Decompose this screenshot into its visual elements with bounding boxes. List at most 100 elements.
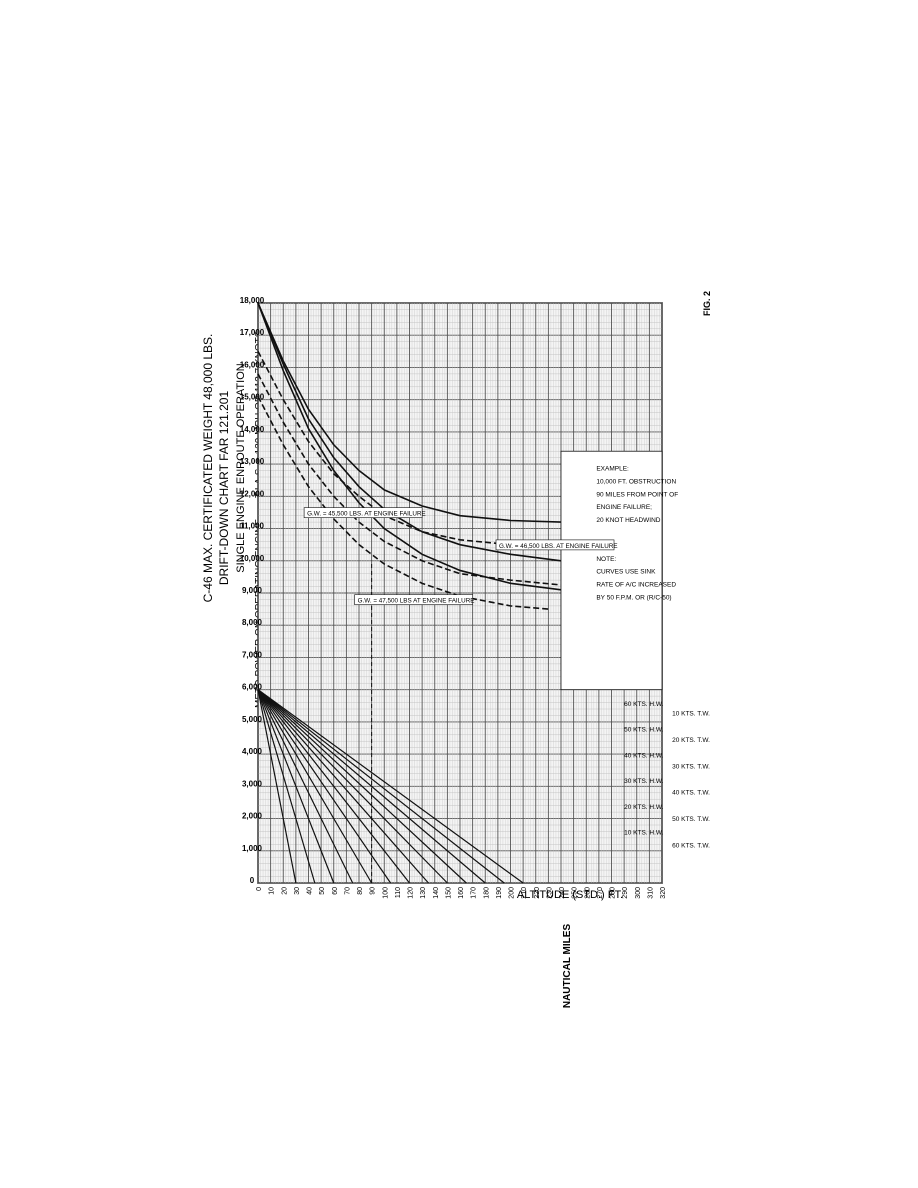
y-tick-label: 7,000 — [242, 650, 263, 659]
x-tick-label: 70 — [344, 887, 351, 895]
x-tick-label: 0 — [256, 887, 263, 891]
x-tick-label: 80 — [357, 887, 364, 895]
y-tick-label: 12,000 — [240, 489, 265, 498]
weight-curve — [257, 302, 599, 594]
tailwind-line — [257, 689, 467, 884]
example-text: 10,000 FT. OBSTRUCTION — [596, 478, 676, 485]
x-tick-label: 160 — [458, 887, 465, 899]
y-tick-label: 17,000 — [240, 328, 265, 337]
tailwind-label: 30 KTS. T.W. — [672, 763, 710, 770]
x-tick-label: 40 — [307, 887, 314, 895]
curve-label-box — [303, 507, 423, 518]
tailwind-label: 40 KTS. T.W. — [672, 790, 710, 797]
headwind-line — [257, 689, 316, 884]
x-tick-label: 50 — [319, 887, 326, 895]
y-tick-label: 10,000 — [240, 554, 265, 563]
x-tick-label: 240 — [559, 887, 566, 899]
example-text: ENGINE FAILURE; — [596, 504, 652, 511]
x-tick-label: 220 — [534, 887, 541, 899]
curve-label: G.W. = 45,500 LBS. AT ENGINE FAILURE — [307, 511, 426, 518]
x-tick-label: 140 — [433, 887, 440, 899]
curve-label-box — [354, 594, 473, 605]
headwind-label: 60 KTS. H.W. — [624, 701, 664, 708]
x-tick-label: 250 — [572, 887, 579, 899]
tailwind-line — [257, 689, 448, 884]
chart-title-line3: SINGLE ENGINE ENROUTE OPERATION — [235, 363, 247, 572]
y-tick-label: 11,000 — [240, 522, 265, 531]
tailwind-line — [257, 689, 486, 884]
x-tick-label: 10 — [269, 887, 276, 895]
headwind-line — [257, 689, 354, 884]
x-tick-label: 130 — [420, 887, 427, 899]
y-tick-label: 16,000 — [240, 360, 265, 369]
y-tick-label: 13,000 — [240, 457, 265, 466]
tailwind-label: 60 KTS. T.W. — [672, 843, 710, 850]
example-text: 20 KNOT HEADWIND — [596, 517, 660, 524]
x-tick-label: 20 — [281, 887, 288, 895]
x-tick-label: 310 — [647, 887, 654, 899]
y-tick-label: 18,000 — [240, 296, 265, 305]
headwind-label: 30 KTS. H.W. — [624, 778, 664, 785]
x-tick-label: 170 — [471, 887, 478, 899]
weight-curve — [257, 302, 587, 523]
x-tick-label: 30 — [294, 887, 301, 895]
y-tick-label: 2,000 — [242, 812, 263, 821]
headwind-line — [257, 689, 373, 884]
x-tick-label: 100 — [382, 887, 389, 899]
y-tick-label: 3,000 — [242, 779, 263, 788]
figure-label: FIG. 2 — [702, 291, 712, 316]
y-tick-label: 6,000 — [242, 683, 263, 692]
y-tick-label: 5,000 — [242, 715, 263, 724]
x-tick-label: 110 — [395, 887, 402, 898]
y-tick-label: 9,000 — [242, 586, 263, 595]
weight-curve — [257, 396, 549, 610]
y-tick-label: 0 — [250, 876, 255, 885]
chart-title-line2: DRIFT-DOWN CHART FAR 121.201 — [217, 391, 231, 586]
weight-curve — [257, 373, 599, 588]
x-tick-label: 260 — [584, 887, 591, 899]
note-text: RATE OF A/C INCREASED — [596, 582, 676, 589]
tailwind-line — [257, 689, 429, 884]
example-text: 90 MILES FROM POINT OF — [596, 491, 678, 498]
headwind-label: 50 KTS. H.W. — [624, 727, 664, 734]
headwind-label: 40 KTS. H.W. — [624, 752, 664, 759]
x-tick-label: 300 — [635, 887, 642, 899]
x-tick-label: 210 — [521, 887, 528, 899]
note-text: BY 50 F.P.M. OR (R/C-50) — [596, 594, 671, 601]
x-tick-label: 180 — [483, 887, 490, 899]
y-tick-label: 8,000 — [242, 618, 263, 627]
y-tick-label: 4,000 — [242, 747, 263, 756]
x-tick-label: 230 — [546, 887, 553, 899]
y-axis-title: ALTITUDE (STD.) FT. — [517, 889, 623, 901]
x-tick-label: 90 — [370, 887, 377, 895]
curve-label: G.W. = 47,500 LBS AT ENGINE FAILURE — [358, 598, 475, 605]
x-tick-label: 270 — [597, 887, 604, 899]
y-tick-label: 1,000 — [242, 844, 263, 853]
chart-title-line1: C-46 MAX. CERTIFICATED WEIGHT 48,000 LBS… — [201, 334, 215, 603]
x-tick-label: 280 — [610, 887, 617, 899]
tailwind-label: 20 KTS. T.W. — [672, 737, 710, 744]
x-tick-label: 150 — [445, 887, 452, 899]
headwind-line — [257, 689, 297, 884]
tailwind-line — [257, 689, 524, 884]
curve-label: G.W. = 46,500 LBS. AT ENGINE FAILURE — [499, 543, 618, 550]
x-tick-label: 200 — [509, 887, 516, 899]
no-wind-line — [257, 689, 410, 884]
note-text: NOTE: — [596, 556, 616, 563]
tailwind-label: 10 KTS. T.W. — [672, 710, 710, 717]
x-tick-label: 290 — [622, 887, 629, 899]
x-tick-label: 120 — [408, 887, 415, 899]
x-tick-label: 60 — [332, 887, 339, 895]
curve-label-box — [495, 539, 615, 551]
headwind-line — [257, 689, 335, 884]
y-tick-label: 14,000 — [240, 425, 265, 434]
headwind-line — [257, 689, 392, 884]
y-tick-label: 15,000 — [240, 393, 265, 402]
example-text: EXAMPLE: — [596, 466, 629, 473]
headwind-label: 10 KTS. H.W. — [624, 830, 664, 837]
headwind-label: 20 KTS. H.W. — [624, 804, 664, 811]
tailwind-line — [257, 689, 505, 884]
x-axis-title: NAUTICAL MILES — [562, 924, 573, 1009]
